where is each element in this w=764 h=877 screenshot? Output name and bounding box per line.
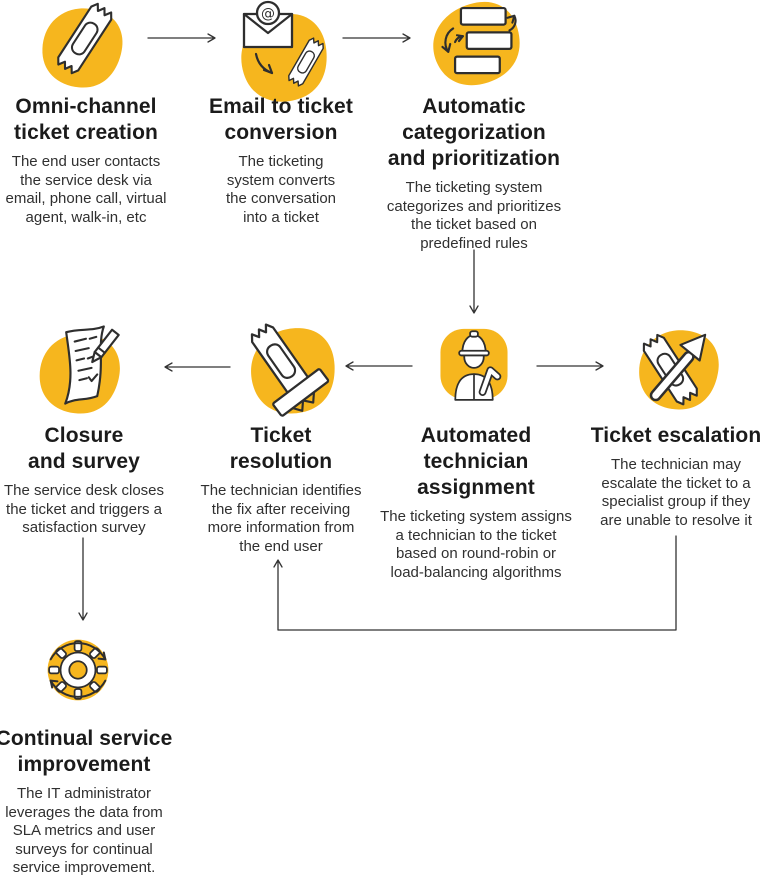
step-title: Automated technician assignment: [417, 424, 535, 499]
step-title: Closure and survey: [28, 424, 140, 473]
step-description: The ticketing system categorizes and pri…: [386, 179, 562, 252]
step-ticket-resolution: Ticket resolution The technician identif…: [188, 423, 374, 556]
step-description: The end user contacts the service desk v…: [5, 153, 167, 226]
ticket-stamp-icon: [250, 323, 335, 417]
step-technician-assignment: Automated technician assignment The tick…: [376, 423, 576, 582]
ticket-escalation-icon: [639, 330, 719, 410]
connector-arrow: [164, 362, 231, 372]
step-title: Ticket escalation: [590, 424, 762, 447]
step-title: Continual service improvement: [0, 727, 173, 776]
step-description: The technician identifies the fix after …: [200, 482, 362, 555]
svg-text:@: @: [261, 6, 275, 22]
step-categorization: Automatic categorization and prioritizat…: [379, 94, 569, 253]
email-to-ticket-icon: @: [241, 0, 327, 102]
step-email-conversion: Email to ticket conversion The ticketing…: [188, 94, 374, 227]
connector-arrow: [345, 361, 413, 371]
connector-arrow: [536, 361, 604, 371]
step-description: The service desk closes the ticket and t…: [3, 482, 165, 536]
step-ticket-escalation: Ticket escalation The technician may esc…: [587, 423, 764, 530]
connector-arrow: [342, 33, 411, 43]
step-closure-survey: Closure and survey The service desk clos…: [0, 423, 177, 538]
categorize-sort-icon: [433, 1, 520, 86]
step-title: Ticket resolution: [229, 424, 333, 473]
step-description: The ticketing system converts the conver…: [225, 153, 337, 226]
connector-arrow: [469, 249, 479, 314]
connector-arrow: [147, 33, 216, 43]
step-title: Omni-channel ticket creation: [14, 95, 158, 144]
step-continual-improvement: Continual service improvement The IT adm…: [0, 726, 179, 877]
step-description: The ticketing system assigns a technicia…: [380, 508, 572, 581]
step-title: Automatic categorization and prioritizat…: [387, 95, 561, 170]
connector-arrow: [78, 537, 88, 621]
survey-checklist-icon: [39, 325, 120, 414]
step-omni-channel: Omni-channel ticket creation The end use…: [0, 94, 179, 227]
step-description: The technician may escalate the ticket t…: [600, 456, 752, 529]
torn-ticket-icon: [42, 2, 123, 88]
technician-icon: [440, 328, 508, 401]
step-title: Email to ticket conversion: [209, 95, 353, 144]
step-description: The IT administrator leverages the data …: [5, 785, 163, 876]
gear-cycle-icon: [47, 639, 109, 701]
